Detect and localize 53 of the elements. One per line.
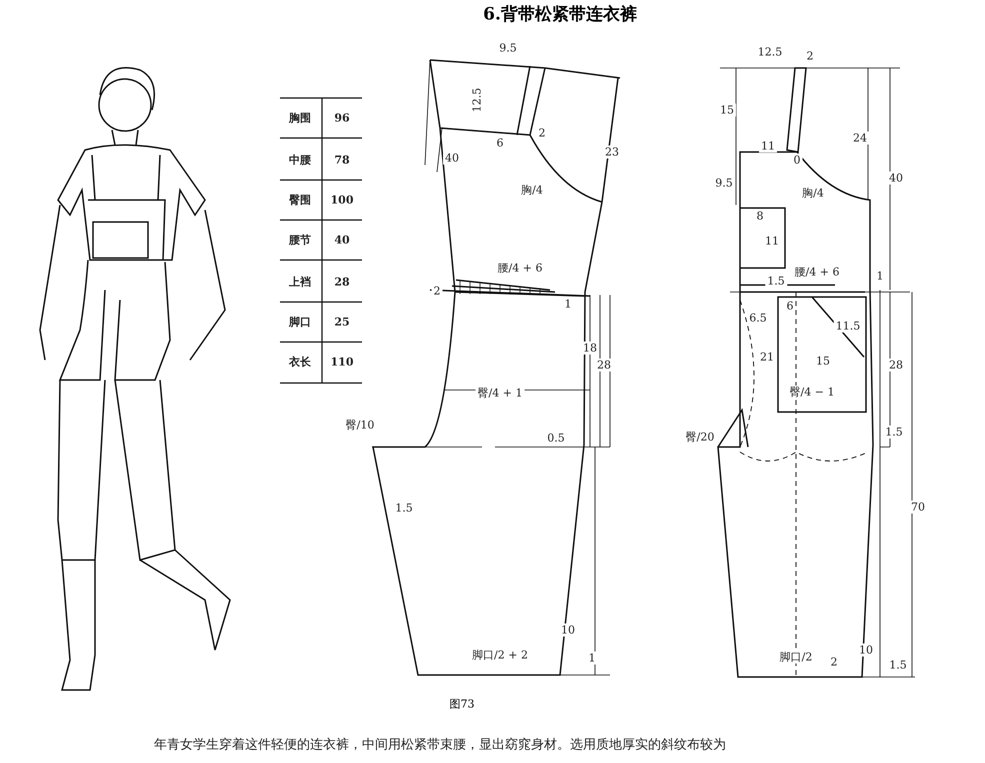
dimension-label: 0.5 (545, 432, 567, 444)
dimension-label: 10 (857, 644, 875, 656)
dimension-label: 2 (536, 126, 548, 140)
dimension-label: 脚口/2 + 2 (470, 648, 530, 662)
dimension-label: 15 (814, 354, 832, 368)
dimension-label: 脚口/2 (778, 650, 814, 664)
dimension-label: 胸/4 (800, 186, 826, 200)
dimension-label: 10 (559, 624, 577, 636)
dimension-label: 8 (754, 210, 766, 222)
dimension-label: 6 (784, 300, 796, 312)
dimension-label: 0 (792, 154, 802, 166)
dimension-label: 23 (603, 146, 621, 158)
dimension-label: 臀/4 + 1 (476, 386, 524, 400)
dimension-label: 18 (581, 342, 599, 354)
dimension-label: 腰/4 + 6 (496, 262, 544, 274)
dimension-label: 2 (804, 50, 816, 62)
dimension-label: 1.5 (765, 274, 787, 288)
dimension-label: 2 (828, 656, 840, 668)
dimension-label: 9.5 (713, 176, 735, 190)
table-cell: 78 (332, 154, 352, 166)
table-cell: 中腰 (287, 154, 313, 166)
dimension-label: 6.5 (747, 312, 769, 324)
dimension-label: 70 (909, 500, 927, 514)
dimension-label: 15 (718, 104, 736, 116)
table-cell: 100 (328, 194, 356, 206)
dimension-label: 6 (494, 136, 506, 150)
dimension-label: 24 (851, 132, 869, 144)
dimension-label: 腰/4 + 6 (792, 266, 842, 278)
table-cell: 胸围 (287, 112, 313, 124)
dimension-label: 11 (759, 140, 777, 152)
dimension-label: 28 (595, 358, 613, 372)
dimension-label: 臀/20 (684, 430, 716, 444)
dimension-label: 臀/10 (344, 418, 376, 432)
dimension-label: 1 (586, 652, 598, 664)
title: 6.背带松紧带连衣裤 (483, 4, 637, 26)
dimension-label: 胸/4 (519, 184, 545, 196)
dimension-label: 9.5 (497, 42, 519, 54)
dimension-label: 28 (887, 358, 905, 372)
table-cell: 腰节 (287, 234, 313, 246)
dimension-label: 40 (443, 152, 461, 164)
dimension-label: 2 (432, 284, 442, 298)
figure-caption: 图73 (450, 696, 474, 712)
table-cell: 28 (332, 276, 352, 288)
table-cell: 25 (332, 316, 352, 328)
table-cell: 110 (328, 356, 356, 368)
description-text: 年青女学生穿着这件轻便的连衣裤，中间用松紧带束腰，显出窈窕身材。选用质地厚实的斜纹布较为 (152, 738, 728, 752)
table-cell: 臀围 (287, 194, 313, 206)
dimension-label: 11.5 (834, 320, 862, 332)
dimension-label: 40 (887, 172, 905, 184)
table-cell: 40 (332, 234, 352, 246)
table-cell: 上裆 (287, 276, 313, 288)
table-cell: 96 (332, 112, 352, 124)
table-cell: 衣长 (287, 356, 313, 368)
